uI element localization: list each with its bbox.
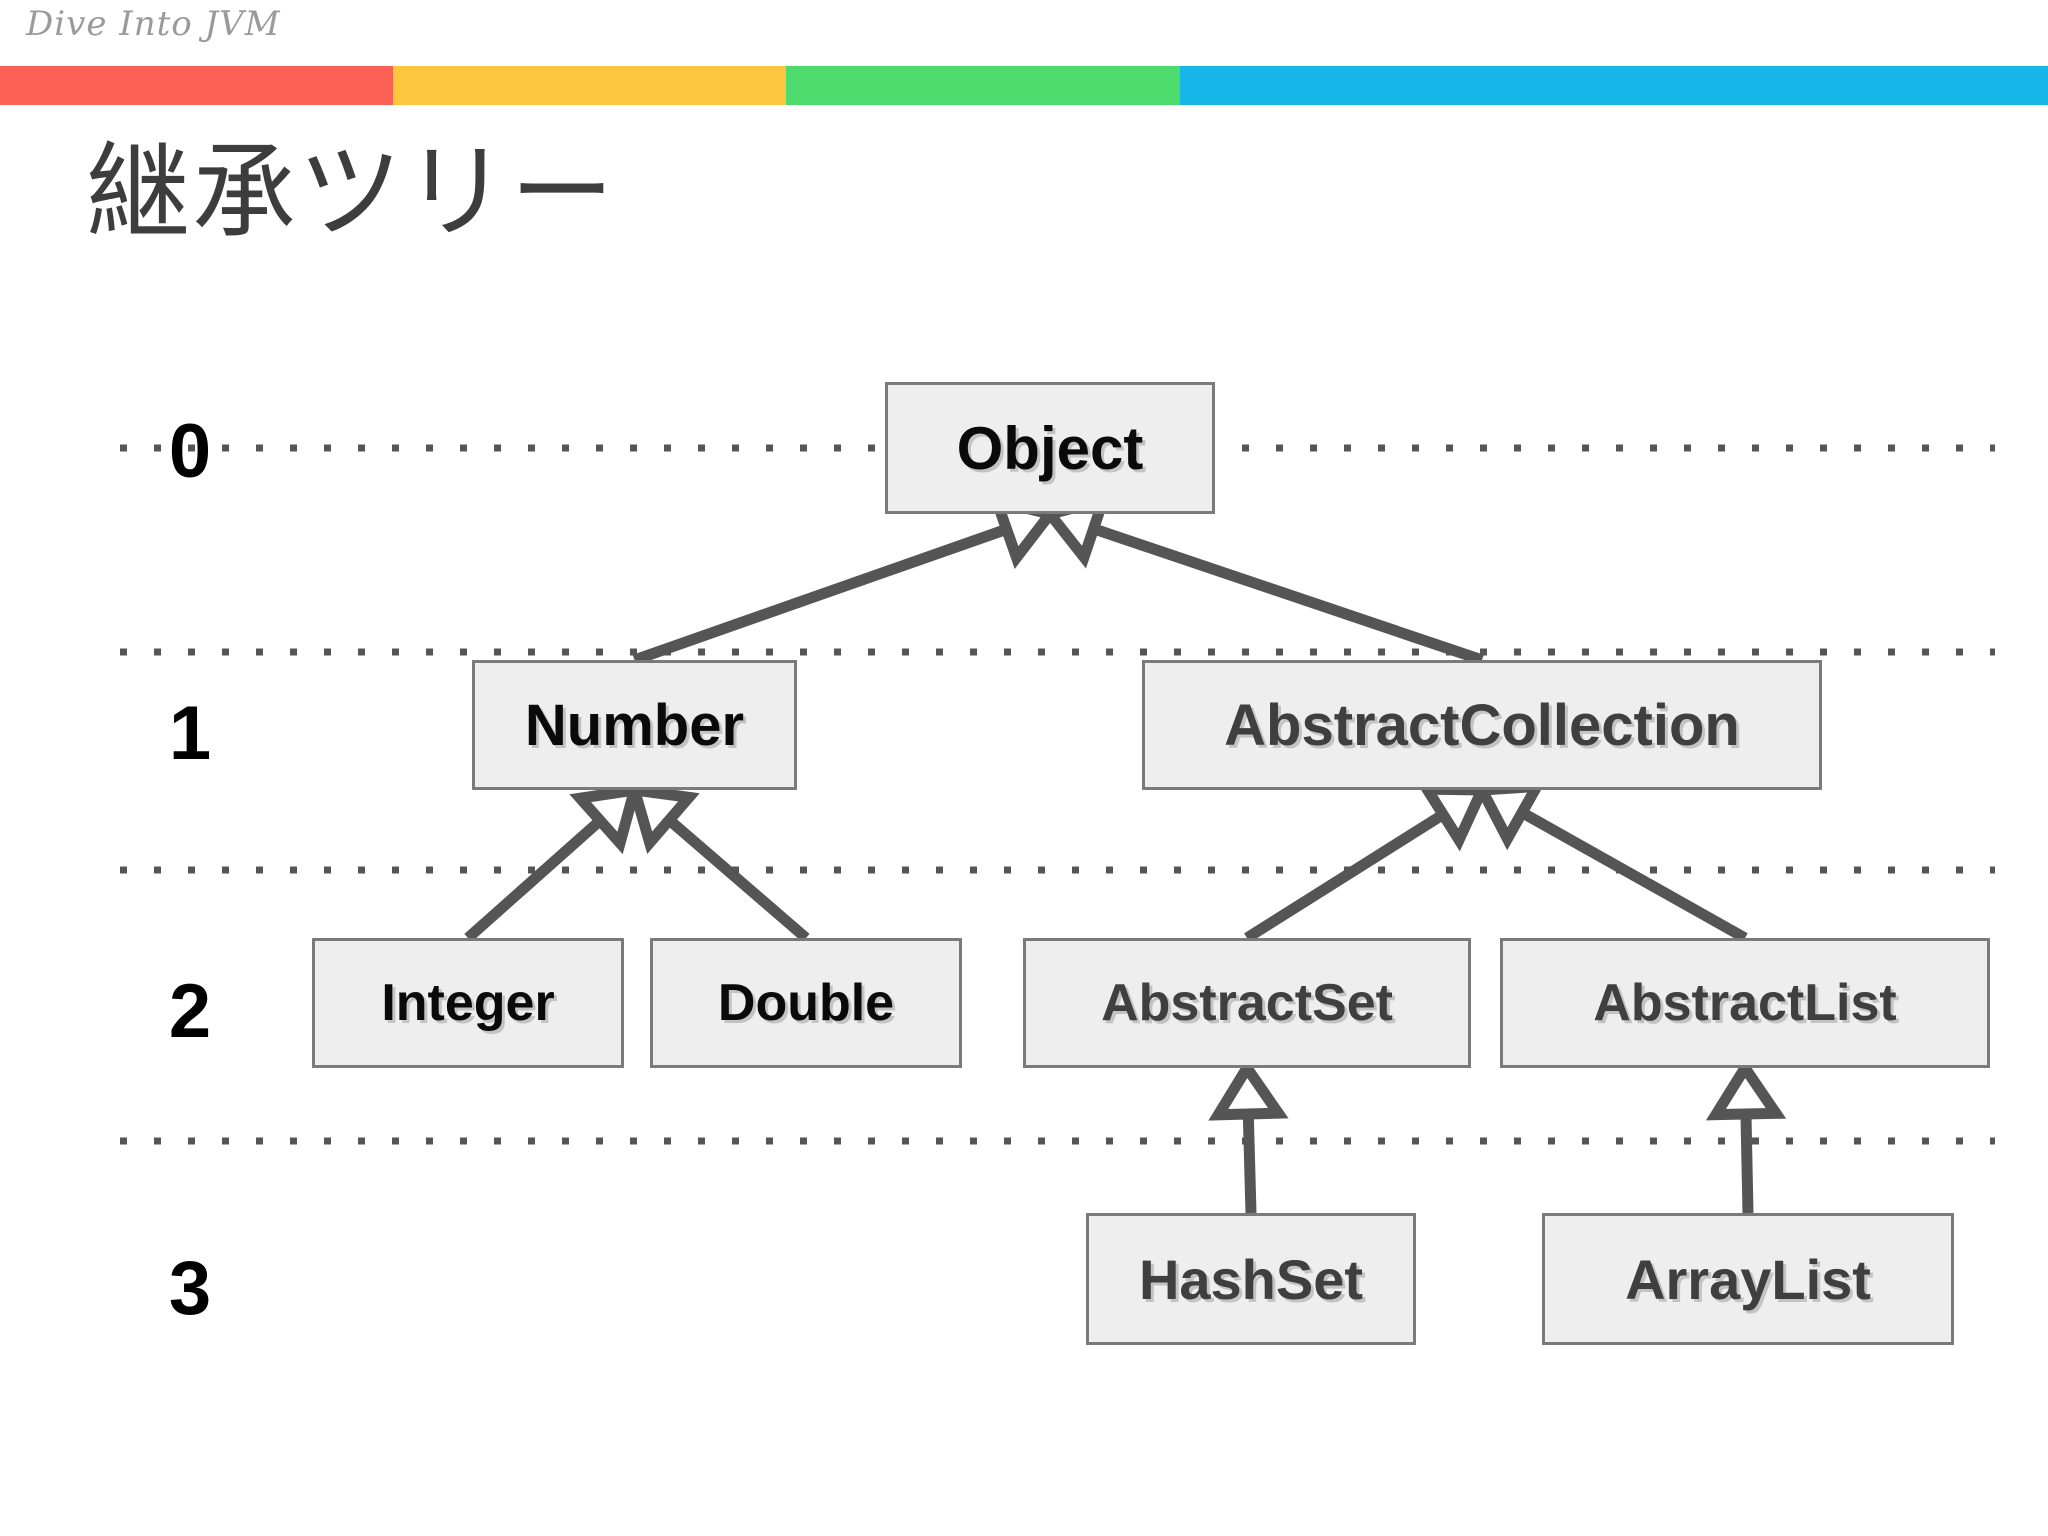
header-color-bar bbox=[0, 66, 2048, 105]
class-node-abstractlist: AbstractList bbox=[1500, 938, 1990, 1068]
edge-arrowhead-hollow-triangle-icon bbox=[626, 783, 700, 855]
edge-shaft bbox=[1519, 807, 1748, 943]
edge-shaft bbox=[1244, 809, 1447, 943]
class-node-label: Integer bbox=[381, 974, 555, 1032]
slide-header: Dive Into JVM bbox=[0, 0, 2048, 105]
page-title: 継承ツリー bbox=[86, 131, 617, 253]
class-node-label: Number bbox=[524, 692, 745, 758]
class-node-label: AbstractList bbox=[1593, 974, 1897, 1032]
class-node-arraylist: ArrayList bbox=[1542, 1213, 1954, 1345]
edge-shaft bbox=[464, 816, 604, 943]
class-node-label: AbstractSet bbox=[1101, 974, 1393, 1032]
edge-arrowhead-hollow-triangle-icon bbox=[1705, 1057, 1787, 1121]
level-label-3: 3 bbox=[168, 1246, 212, 1331]
class-node-double: Double bbox=[650, 938, 962, 1068]
edge-arrowhead-hollow-triangle-icon bbox=[1417, 783, 1491, 852]
class-node-integer: Integer bbox=[312, 938, 624, 1068]
edge-extends-hashset-to-abstractset bbox=[1208, 1057, 1289, 1214]
level-label-1: 1 bbox=[168, 691, 212, 776]
color-bar-segment-red bbox=[0, 66, 394, 105]
edge-shaft bbox=[632, 524, 1009, 666]
class-node-label: AbstractCollection bbox=[1224, 692, 1740, 758]
level-label-0: 0 bbox=[168, 409, 212, 494]
edge-extends-abstractcollection-to-object bbox=[1040, 492, 1484, 666]
edge-shaft bbox=[665, 815, 810, 943]
class-node-label: Double bbox=[717, 974, 895, 1032]
class-node-label: HashSet bbox=[1138, 1247, 1364, 1311]
edge-extends-integer-to-number bbox=[464, 783, 643, 943]
class-node-label: Object bbox=[956, 414, 1144, 482]
class-node-abstractcollection: AbstractCollection bbox=[1142, 660, 1822, 790]
color-bar-segment-green bbox=[786, 66, 1180, 105]
level-label-2: 2 bbox=[168, 969, 212, 1054]
edge-arrowhead-hollow-triangle-icon bbox=[569, 783, 643, 855]
class-node-object: Object bbox=[885, 382, 1215, 514]
edge-arrowhead-hollow-triangle-icon bbox=[1208, 1057, 1289, 1121]
class-node-hashset: HashSet bbox=[1086, 1213, 1416, 1345]
class-node-number: Number bbox=[472, 660, 797, 790]
class-node-abstractset: AbstractSet bbox=[1023, 938, 1471, 1068]
edge-extends-arraylist-to-abstractlist bbox=[1705, 1057, 1787, 1214]
edge-extends-double-to-number bbox=[626, 783, 810, 943]
brand-title: Dive Into JVM bbox=[26, 4, 281, 44]
edge-extends-abstractlist-to-abstractcollection bbox=[1473, 780, 1748, 943]
color-bar-segment-yellow bbox=[393, 66, 787, 105]
edge-extends-number-to-object bbox=[632, 493, 1060, 666]
edge-shaft bbox=[1740, 1113, 1754, 1214]
edge-extends-abstractset-to-abstractcollection bbox=[1244, 783, 1491, 943]
edge-shaft bbox=[1091, 523, 1484, 666]
edge-arrowhead-hollow-triangle-icon bbox=[1473, 780, 1547, 851]
edge-shaft bbox=[1242, 1113, 1257, 1214]
color-bar-segment-blue bbox=[1179, 66, 2048, 105]
class-node-label: ArrayList bbox=[1625, 1247, 1871, 1311]
